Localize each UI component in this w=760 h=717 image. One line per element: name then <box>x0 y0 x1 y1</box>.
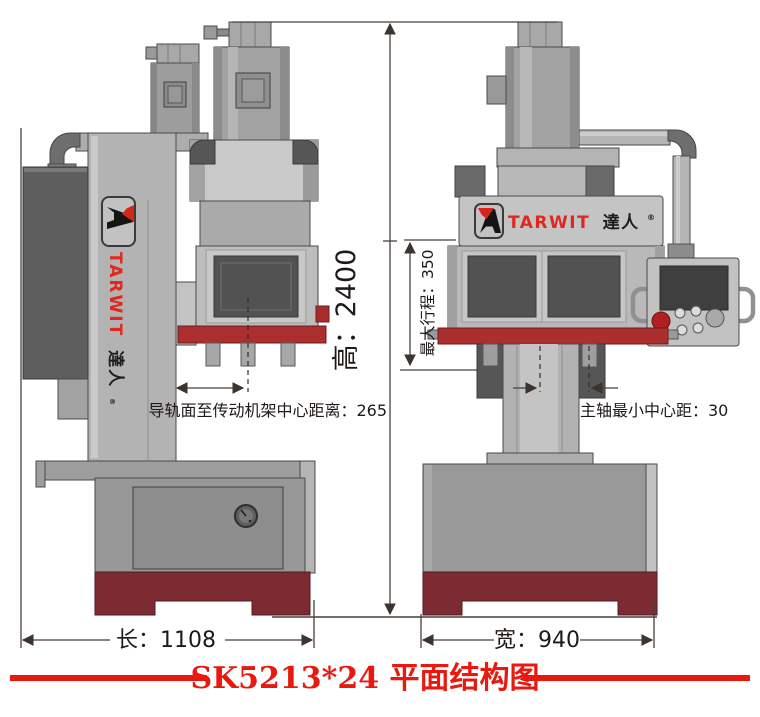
svg-text:TARWIT 達人 ®: TARWIT 達人 ® <box>508 213 657 233</box>
right-table <box>427 327 679 345</box>
brand-suffix: 達人 <box>603 213 640 233</box>
left-base <box>35 460 316 616</box>
dim-stroke-label: 最大行程：350 <box>419 249 437 356</box>
base-door <box>132 486 284 570</box>
tarwit-logo-vertical: TARWIT 達人 ® <box>101 196 136 407</box>
right-spindle-block <box>476 343 606 466</box>
dim-height-label: 高：2400 <box>331 249 362 372</box>
dimension-labels: 高：2400 最大行程：350 导轨面至传动机架中心距离：265 主轴最小中心距… <box>116 249 728 653</box>
dim-length-lines <box>20 128 315 648</box>
pendant-button <box>674 307 686 319</box>
caption-bar: SK5213*24 平面结构图 <box>10 661 750 696</box>
right-machine: TARWIT 達人 ® <box>422 21 756 616</box>
brand-suffix-vertical: 達人 <box>105 350 125 388</box>
control-pendant <box>630 257 756 347</box>
dim-width-lines <box>420 598 655 648</box>
emergency-stop-button <box>651 311 671 331</box>
left-machine: TARWIT 達人 ® <box>22 21 330 616</box>
pendant-handle-right <box>738 286 756 324</box>
caption-rule-left <box>10 675 207 681</box>
left-head-window <box>213 255 299 318</box>
dimension-annotations <box>20 21 657 648</box>
dim-rail-label: 导轨面至传动机架中心距离：265 <box>148 401 387 420</box>
right-motor <box>486 21 580 149</box>
pendant-button <box>692 322 704 334</box>
brand-registered-vertical: ® <box>108 398 116 407</box>
left-side-panel <box>22 166 89 420</box>
brand-name: TARWIT <box>508 213 590 233</box>
left-front-motor <box>203 21 290 146</box>
center-lines <box>247 298 590 392</box>
right-head-window-left <box>467 255 537 318</box>
tarwit-badge-icon <box>107 205 134 229</box>
left-rear-motor <box>145 43 200 136</box>
right-base <box>422 463 658 616</box>
left-table-plate <box>177 325 327 344</box>
pendant-knob <box>705 308 725 328</box>
tarwit-logo-horizontal: TARWIT 達人 ® <box>458 195 664 247</box>
brand-registered: ® <box>647 213 657 222</box>
left-spindles <box>205 342 296 367</box>
left-spindle-head <box>177 139 330 367</box>
right-maroon-foot <box>422 571 658 616</box>
arm-elbow <box>667 129 697 159</box>
brand-name-vertical: TARWIT <box>105 252 125 337</box>
right-head-window-right <box>547 255 621 318</box>
diagram-caption: SK5213*24 平面结构图 <box>190 661 539 696</box>
dim-spindle-label: 主轴最小中心距：30 <box>580 401 728 420</box>
pendant-button <box>690 305 702 317</box>
pendant-handle-left <box>630 286 648 324</box>
dim-length-label: 长：1108 <box>116 628 216 653</box>
svg-text:TARWIT 達人 ®: TARWIT 達人 ® <box>105 252 125 407</box>
dim-width-label: 宽：940 <box>494 628 580 653</box>
pendant-screen <box>659 265 729 311</box>
dim-stroke-lines <box>400 239 478 371</box>
right-neck <box>454 147 620 198</box>
right-table-plate <box>437 327 669 345</box>
dim-height-lines <box>232 21 657 618</box>
tarwit-badge-icon <box>478 208 501 233</box>
left-red-knob <box>315 305 330 323</box>
right-spindle-head <box>447 245 665 329</box>
left-maroon-foot <box>94 571 311 616</box>
elbow-pipe <box>49 132 81 167</box>
pressure-gauge-icon <box>234 504 258 528</box>
pendant-arm <box>577 129 697 259</box>
caption-rule-right <box>523 675 750 681</box>
